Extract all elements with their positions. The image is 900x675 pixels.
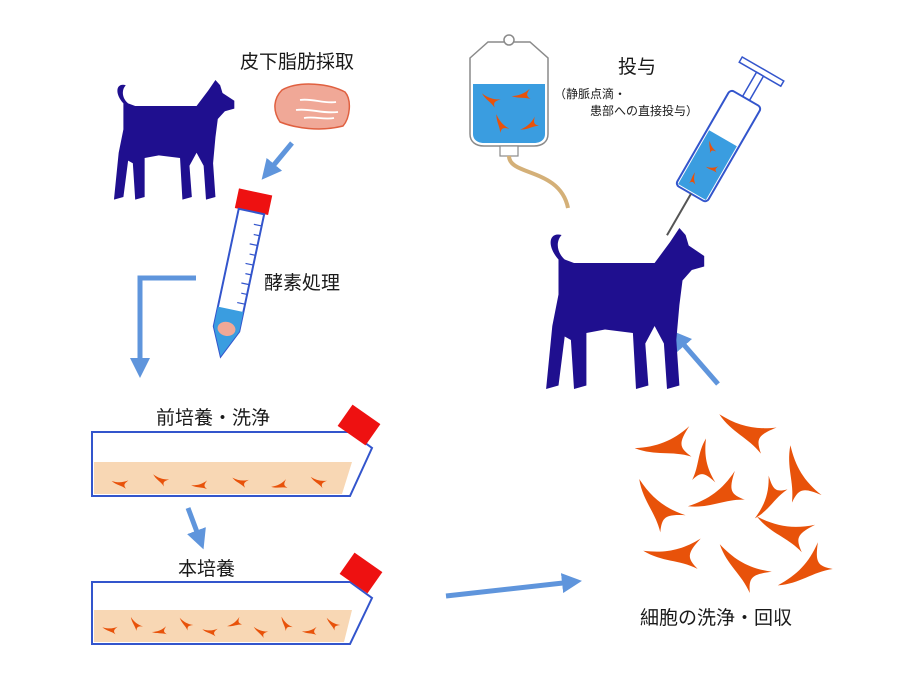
label-wash-collect: 細胞の洗浄・回収 xyxy=(640,607,793,629)
arrow-main-to-cells xyxy=(445,573,582,599)
label-main-culture: 本培養 xyxy=(178,558,236,580)
label-enzyme-treatment: 酵素処理 xyxy=(264,272,341,294)
arrow-tube-to-flask xyxy=(130,275,196,378)
centrifuge-tube-icon xyxy=(212,188,273,359)
arrow-preculture-to-main xyxy=(185,507,206,550)
arrow-cells-to-dog xyxy=(671,330,720,386)
syringe-icon xyxy=(666,55,785,236)
fat-tissue-icon xyxy=(274,83,351,130)
label-administration: 投与 xyxy=(618,56,657,78)
arrow-fat-to-tube xyxy=(261,141,294,180)
label-preculture: 前培養・洗浄 xyxy=(156,407,271,429)
iv-bag-icon xyxy=(469,34,570,209)
dog-silhouette-icon xyxy=(113,80,235,200)
culture-flask-icon xyxy=(91,552,383,645)
label-admin-route-1: （静脈点滴・ xyxy=(554,87,627,101)
stem-cells-icon xyxy=(621,412,839,605)
label-admin-route-2: 患部への直接投与） xyxy=(590,104,699,118)
label-fat-harvest: 皮下脂肪採取 xyxy=(240,51,355,73)
culture-flask-icon xyxy=(91,404,381,497)
dog-silhouette-icon xyxy=(546,228,705,389)
